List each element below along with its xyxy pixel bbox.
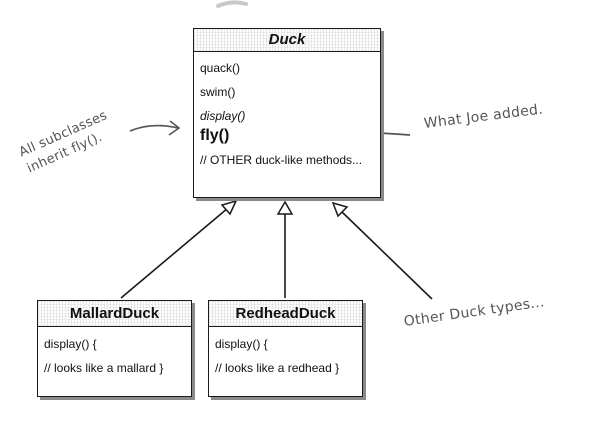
- mallard-generalization-arrowhead: [220, 199, 238, 216]
- method-fly: fly(): [200, 127, 230, 144]
- method-quack: quack(): [200, 61, 241, 75]
- redhead-duck-name: RedheadDuck: [209, 301, 362, 327]
- redhead-comment-line: // looks like a redhead }: [215, 361, 340, 375]
- redhead-generalization-arrowhead: [276, 200, 294, 215]
- method-swim: swim(): [200, 85, 236, 99]
- duck-class-name: Duck: [194, 29, 380, 52]
- redhead-duck-box: RedheadDuck display() { // looks like a …: [208, 300, 363, 397]
- mallard-comment-line: // looks like a mallard }: [44, 361, 164, 375]
- method-display: display(): [200, 109, 246, 123]
- mallard-display-line: display() {: [44, 337, 97, 351]
- top-sketch-mark: [216, 0, 248, 8]
- mallard-generalization-line: [120, 207, 229, 299]
- mallard-duck-box: MallardDuck display() { // looks like a …: [37, 300, 192, 397]
- method-other: // OTHER duck-like methods...: [200, 153, 363, 167]
- redhead-display-line: display() {: [215, 337, 268, 351]
- other-generalization-line: [341, 211, 433, 300]
- other-generalization-arrowhead: [331, 201, 349, 218]
- inherit-pointer-arrowhead: [168, 120, 181, 136]
- mallard-duck-name: MallardDuck: [38, 301, 191, 327]
- duck-class-box: Duck quack() swim() display() fly() // O…: [193, 28, 381, 198]
- inherit-pointer-arrow: [129, 124, 179, 132]
